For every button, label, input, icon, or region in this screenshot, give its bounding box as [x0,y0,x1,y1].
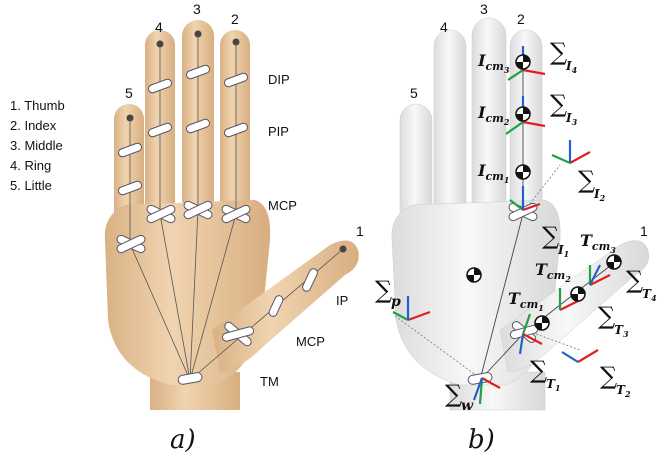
svg-text:I2: I2 [593,187,606,203]
joint-label-mcp: MCP [268,198,297,213]
svg-text:∑: ∑ [578,166,595,194]
svg-text:w: w [461,398,474,414]
finger-number-2-b: 2 [517,11,525,27]
finger-number-1-b: 1 [640,223,648,239]
frame-label-i4: ∑ I4 [550,38,578,75]
svg-text:T4: T4 [642,287,657,303]
frame-label-i2: ∑ I2 [578,166,606,203]
legend-item-index: 2. Index [10,118,57,133]
finger-number-1-a: 1 [356,223,364,239]
svg-text:Tcm3: Tcm3 [580,231,616,255]
svg-text:∑: ∑ [598,302,615,330]
joint-label-ip: IP [336,293,348,308]
svg-text:∑: ∑ [626,266,643,294]
finger-number-4-a: 4 [155,19,163,35]
svg-text:I1: I1 [557,243,569,259]
svg-text:T3: T3 [614,323,629,339]
finger-number-3-b: 3 [480,1,488,17]
caption-b: b) [468,425,495,455]
legend-item-thumb: 1. Thumb [10,98,65,113]
finger-number-2-a: 2 [231,11,239,27]
svg-text:T1: T1 [546,377,561,393]
panel-a-hand [105,20,359,410]
svg-text:∑: ∑ [542,222,559,250]
svg-text:∑: ∑ [600,362,617,390]
frame-label-t3: ∑ T3 [598,302,629,339]
legend-item-middle: 3. Middle [10,138,63,153]
svg-text:I3: I3 [565,111,578,127]
svg-text:∑: ∑ [530,356,547,384]
frame-label-t4: ∑ T4 [626,266,657,303]
legend-item-ring: 4. Ring [10,158,51,173]
panel-b-hand [392,18,649,410]
joint-label-pip: PIP [268,124,289,139]
svg-text:∑: ∑ [445,380,462,408]
svg-text:I4: I4 [565,59,578,75]
joint-label-dip: DIP [268,72,290,87]
finger-number-4-b: 4 [440,19,448,35]
frame-label-i3: ∑ I3 [550,90,578,127]
svg-text:∑: ∑ [550,38,567,66]
legend-item-little: 5. Little [10,178,52,193]
joint-label-tm: TM [260,374,279,389]
finger-legend: 1. Thumb 2. Index 3. Middle 4. Ring 5. L… [10,98,65,193]
svg-text:T2: T2 [616,383,631,399]
joint-label-mcp-thumb: MCP [296,334,325,349]
svg-text:p: p [391,294,401,310]
finger-number-3-a: 3 [193,1,201,17]
finger-number-5-a: 5 [125,85,133,101]
finger-number-5-b: 5 [410,85,418,101]
caption-a: a) [170,425,196,455]
frame-label-t2: ∑ T2 [600,362,631,399]
svg-text:∑: ∑ [375,276,392,304]
com-label-tcm3: Tcm3 [580,231,616,255]
svg-text:∑: ∑ [550,90,567,118]
